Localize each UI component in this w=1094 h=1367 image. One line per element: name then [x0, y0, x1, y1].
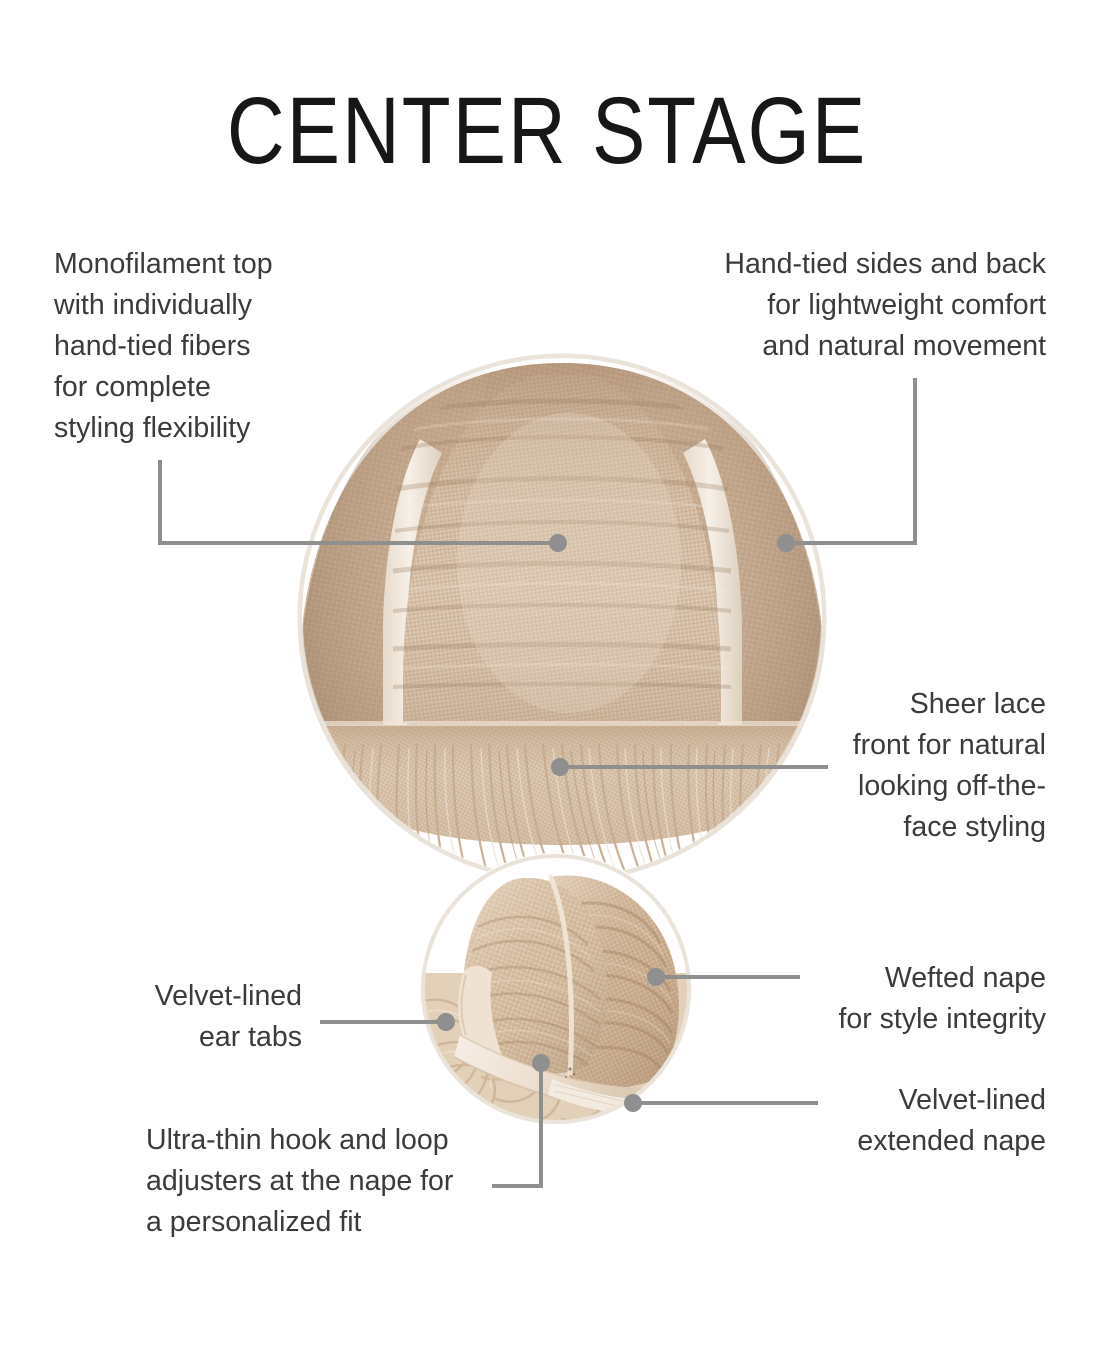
callout-hook-and-loop-adjusters: Ultra-thin hook and loop adjusters at th…	[146, 1124, 454, 1238]
seam-tape-right	[683, 439, 742, 725]
callout-monofilament-top: Monofilament top with individually hand-…	[54, 248, 273, 444]
callout-hand-tied-sides: Hand-tied sides and back for lightweight…	[724, 248, 1046, 362]
callout-velvet-lined-ear-tabs: Velvet-lined ear tabs	[154, 980, 302, 1053]
hook-and-loop-adjuster-patch	[548, 1079, 634, 1115]
page-title: CENTER STAGE	[226, 78, 868, 184]
callout-sheer-lace-front: Sheer lace front for natural looking off…	[852, 688, 1046, 843]
wig-cap-nape-illustration	[420, 853, 692, 1125]
wig-cap-nape-image	[420, 853, 692, 1125]
cap-center-seam	[547, 874, 574, 1076]
velvet-lined-ear-tab	[458, 965, 502, 1057]
callout-velvet-lined-extended-nape: Velvet-lined extended nape	[857, 1084, 1046, 1157]
callout-wefted-nape: Wefted nape for style integrity	[838, 962, 1047, 1035]
